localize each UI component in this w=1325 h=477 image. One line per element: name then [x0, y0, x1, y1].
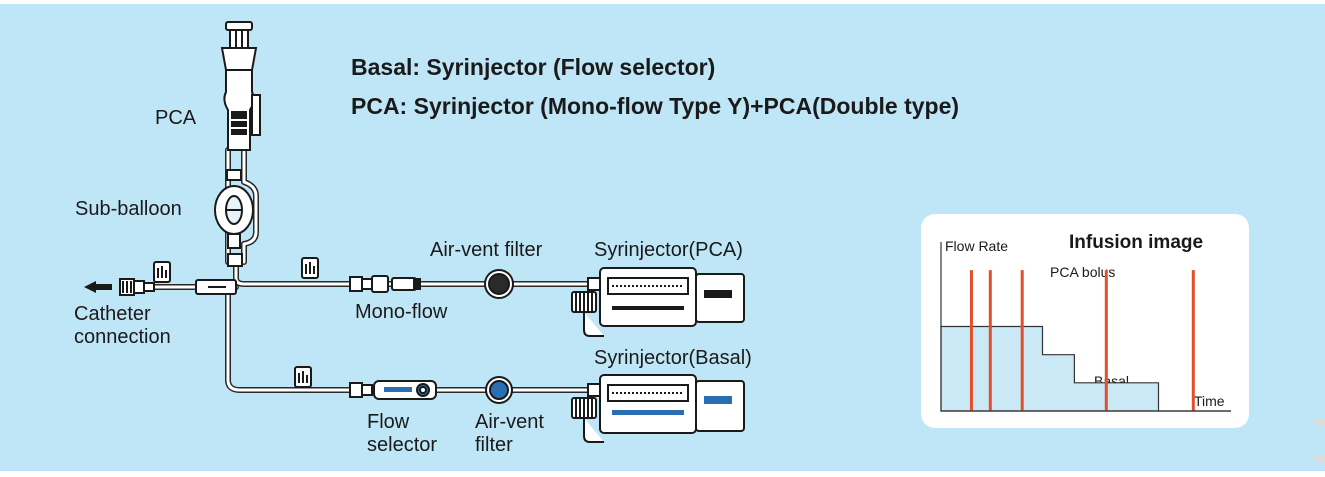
air-vent-filter-label: Air-vent filter: [430, 239, 543, 261]
catheter-arrow-icon: [84, 281, 112, 293]
title-line-2: PCA: Syrinjector (Mono-flow Type Y)+PCA(…: [351, 93, 960, 119]
flow-selector-icon: [349, 380, 437, 400]
sub-balloon-label: Sub-balloon: [75, 198, 182, 220]
mono-flow-label: Mono-flow: [355, 301, 448, 323]
clamp-icon: [301, 257, 319, 279]
flow-selector-label-line-2: selector: [367, 434, 438, 456]
clamp-icon: [153, 261, 171, 283]
pca-device-icon: [220, 21, 261, 151]
infusion-image-card: Infusion image Flow Rate PCA bolus Basal…: [921, 214, 1249, 428]
pca-label: PCA: [155, 107, 197, 129]
tubing: [147, 147, 603, 393]
infusion-image-title: Infusion image: [1069, 232, 1204, 253]
catheter-connector-icon: [119, 278, 155, 296]
infusion-axes: [940, 242, 1231, 412]
syrinjector-pca-icon: [571, 267, 745, 337]
air-vent-filter-bottom-icon: [485, 376, 513, 404]
air-vent-filter-icon: [484, 269, 514, 299]
y-connector-icon: [195, 253, 243, 295]
flow-selector-label-line-1: Flow: [367, 411, 410, 433]
syrinjector-basal-label: Syrinjector(Basal): [594, 347, 752, 369]
basal-area: [940, 325, 1231, 412]
air-vent-bottom-label-line-1: Air-vent: [475, 411, 544, 433]
infusion-plot: [940, 242, 1231, 412]
edge-marks: [1313, 420, 1325, 462]
syrinjector-pca-label: Syrinjector(PCA): [594, 239, 743, 261]
syrinjector-basal-icon: [571, 374, 745, 443]
mono-flow-icon: [349, 275, 421, 293]
air-vent-bottom-label-line-2: filter: [475, 434, 513, 456]
catheter-label-line-2: connection: [74, 326, 171, 348]
flow-rate-axis-label: Flow Rate: [945, 238, 1009, 254]
sub-balloon-icon: [214, 169, 254, 249]
time-axis-label: Time: [1194, 393, 1225, 409]
title-line-1: Basal: Syrinjector (Flow selector): [351, 54, 716, 80]
clamp-icon: [294, 366, 312, 388]
pca-bolus-label: PCA bolus: [1050, 264, 1116, 280]
catheter-label-line-1: Catheter: [74, 303, 151, 325]
